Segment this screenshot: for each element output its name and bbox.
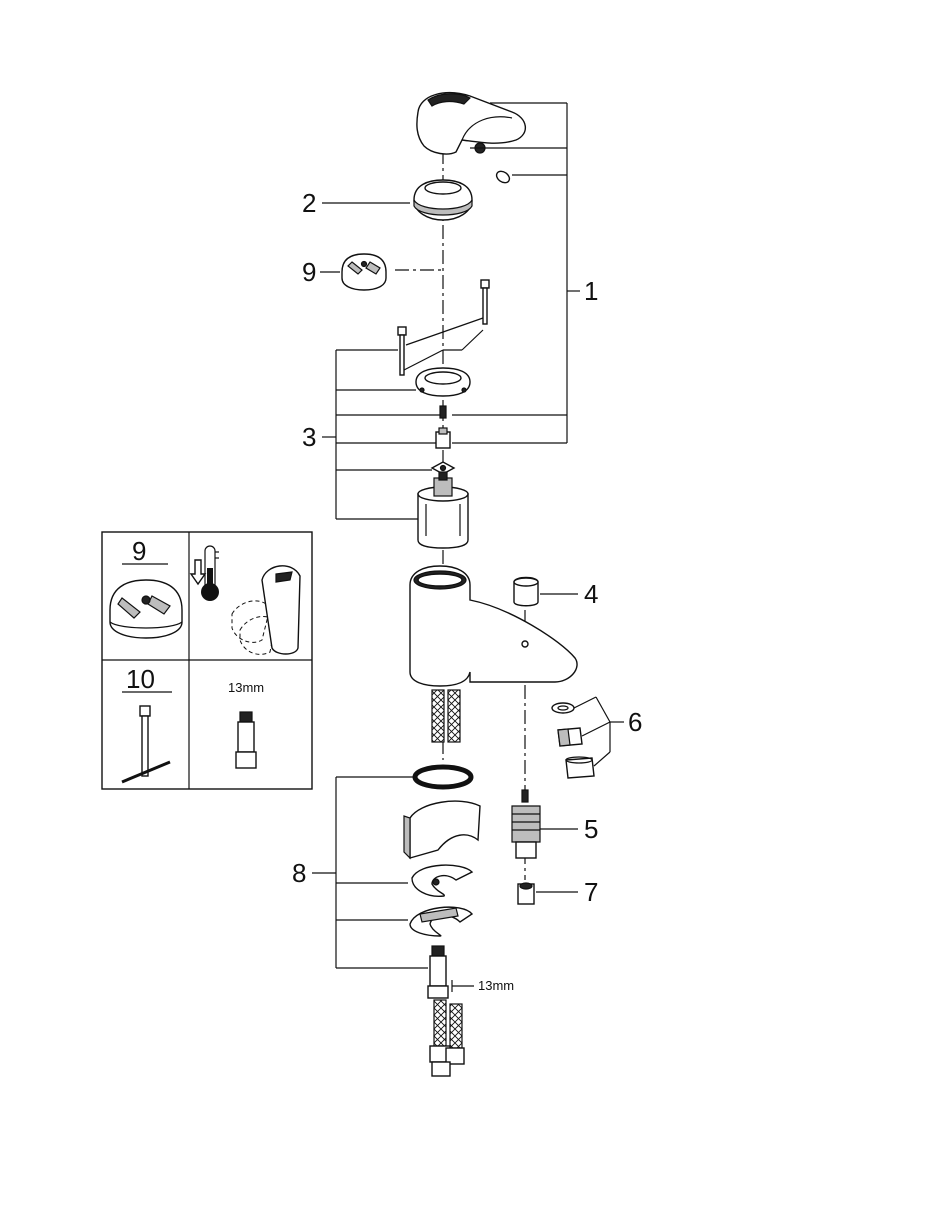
supply-hoses-upper: [431, 689, 461, 743]
inset-title-9: 9: [132, 536, 146, 566]
temperature-limiter: [341, 253, 387, 291]
o-ring: [412, 764, 474, 790]
arrow-down-icon: [189, 559, 207, 586]
thermometer-icon: [201, 545, 219, 601]
callout-6: 6: [628, 707, 642, 737]
tool-key-drawing: [121, 705, 171, 784]
aerator-washer: [551, 702, 575, 714]
fixing-plate: [409, 906, 474, 937]
callout-2: 2: [302, 188, 316, 218]
fixing-bolt-left: [397, 326, 407, 376]
callout-leaders: [312, 102, 624, 969]
fixing-bolt-right: [480, 279, 490, 325]
cap-plug: [495, 170, 511, 184]
escutcheon-cap: [413, 179, 473, 221]
wrench-size-arrow: [451, 980, 474, 992]
aerator-cover: [513, 576, 539, 607]
callout-1: 1: [584, 276, 598, 306]
callout-9: 9: [302, 257, 316, 287]
small-screw: [439, 405, 447, 419]
horseshoe-washer: [411, 864, 474, 897]
aerator-housing: [565, 756, 595, 779]
callout-3: 3: [302, 422, 316, 452]
faucet-body: [409, 565, 578, 687]
spindle-adapter: [435, 427, 451, 449]
aerator-insert: [557, 727, 583, 747]
callout-5: 5: [584, 814, 598, 844]
callout-7: 7: [584, 877, 598, 907]
inset-limiter-drawing: [109, 579, 183, 639]
inset-stud-drawing: [235, 711, 257, 769]
inset-title-10: 10: [126, 664, 155, 694]
cartridge: [417, 471, 469, 549]
flow-valve: [511, 789, 541, 859]
callout-4: 4: [584, 579, 598, 609]
seal-gasket: [403, 800, 481, 860]
hose-wrench-label: 13mm: [478, 978, 514, 993]
lever-handle: [416, 92, 526, 155]
callout-8: 8: [292, 858, 306, 888]
supply-hoses-lower: [429, 999, 465, 1077]
threaded-stud: [427, 945, 449, 999]
handle-rotation-drawing: [231, 565, 301, 655]
inset-caption-13mm: 13mm: [228, 680, 264, 695]
cartridge-ring: [415, 367, 471, 397]
valve-nut: [517, 882, 535, 905]
